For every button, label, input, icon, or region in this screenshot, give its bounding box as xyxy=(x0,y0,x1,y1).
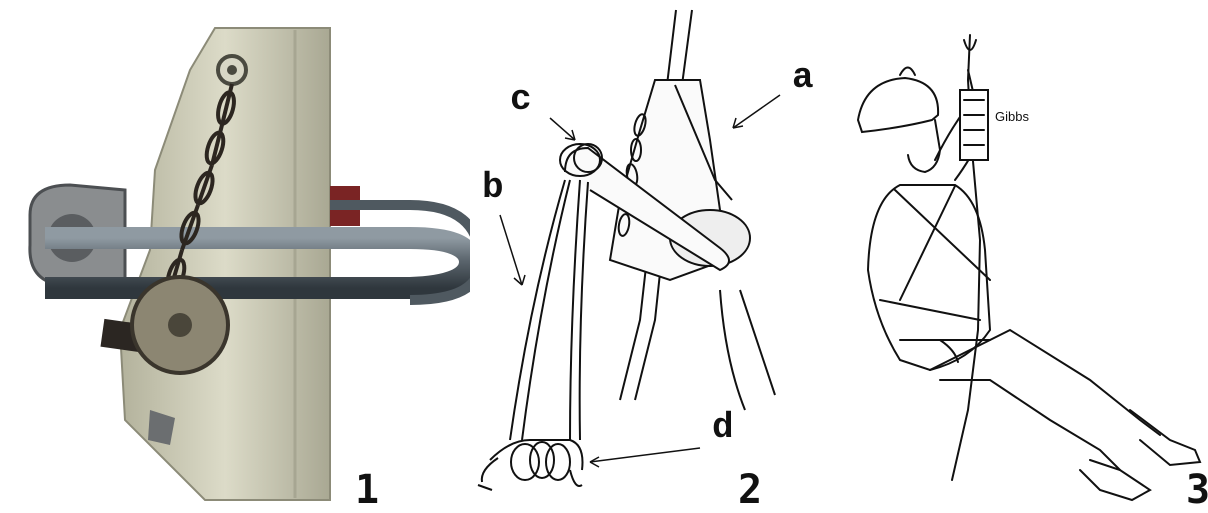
gibbs-label: Gibbs xyxy=(995,110,1029,123)
label-d: d xyxy=(712,410,734,446)
panel-number: 3 xyxy=(1186,470,1208,510)
sling xyxy=(720,290,775,410)
arrow-d xyxy=(590,448,700,462)
helmet xyxy=(858,78,938,132)
bottom-knot xyxy=(478,440,583,490)
panel-number: 2 xyxy=(738,470,762,510)
panel-2-ascender-drawing: a b c d 2 xyxy=(470,0,840,511)
ascender-line-drawing xyxy=(470,0,840,511)
arrow-a xyxy=(733,95,780,128)
legs xyxy=(930,330,1160,435)
label-a: a xyxy=(792,60,814,96)
panel-1-ascender-photo: 1 xyxy=(0,0,470,511)
harness xyxy=(880,186,990,340)
arrow-b xyxy=(500,215,522,285)
arrow-c xyxy=(550,118,575,140)
label-c: c xyxy=(510,82,532,118)
panel-3-climber-drawing: Gibbs 3 xyxy=(840,0,1208,511)
ascender-photo-illustration xyxy=(0,0,470,511)
label-b: b xyxy=(482,170,504,206)
panel-number: 1 xyxy=(355,470,379,510)
climber-illustration xyxy=(840,0,1208,511)
loop-sling xyxy=(510,180,580,440)
torso xyxy=(868,185,990,370)
